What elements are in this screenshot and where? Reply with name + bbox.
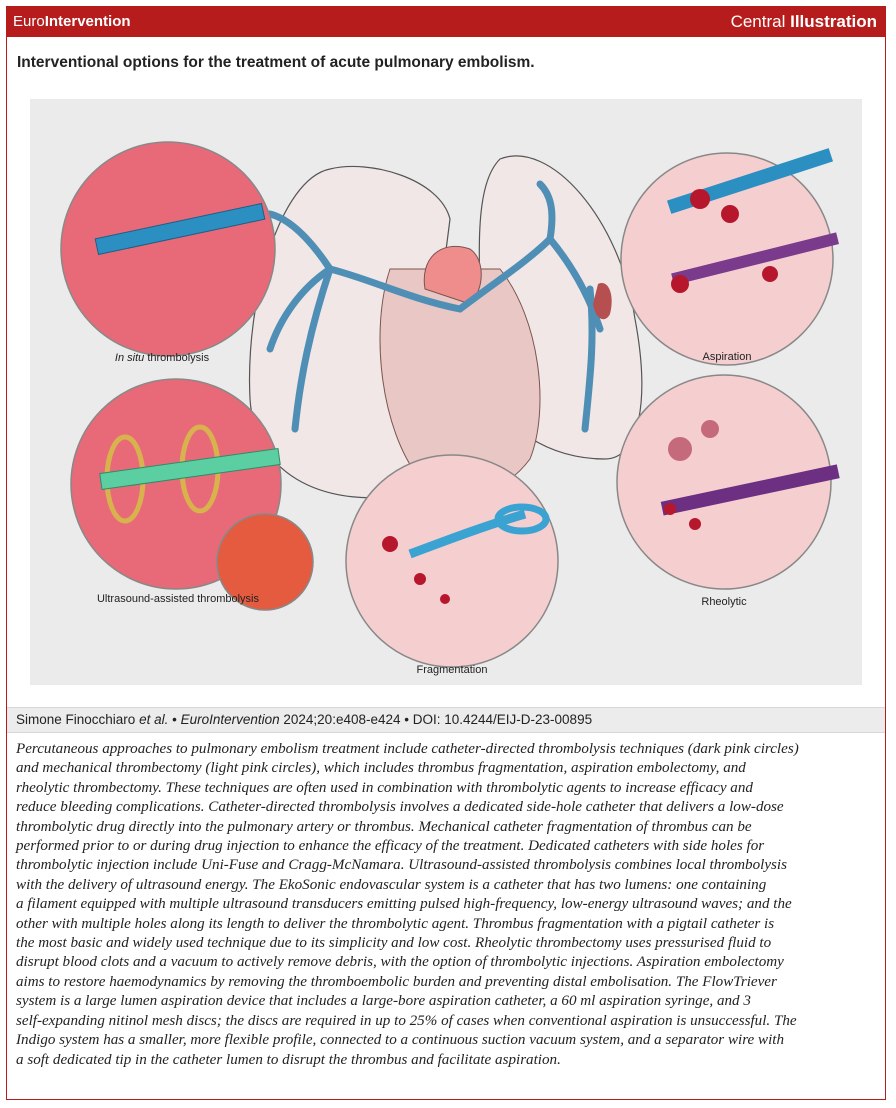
label-rheolytic: Rheolytic	[701, 596, 747, 608]
label-ultrasound: Ultrasound-assisted thrombolysis	[97, 593, 260, 605]
caption-line: rheolytic thrombectomy. These techniques…	[16, 779, 753, 796]
rheolytic-circle	[616, 374, 840, 590]
lung-illustration: In situ thrombolysis Ultrasound-assisted…	[60, 141, 840, 676]
citation: Simone Finocchiaro et al. • EuroInterven…	[16, 712, 593, 727]
clot-left	[593, 283, 612, 320]
caption-line: system is a large lumen aspiration devic…	[16, 993, 751, 1010]
pulmonary-arteries	[266, 180, 604, 433]
caption-line: reduce bleeding complications. Catheter-…	[16, 799, 784, 816]
caption-line: aims to restore haemodynamics by removin…	[16, 973, 777, 990]
figure-caption: Percutaneous approaches to pulmonary emb…	[16, 740, 878, 1070]
caption-line: the most basic and widely used technique…	[16, 935, 772, 952]
illustration: In situ thrombolysis Ultrasound-assisted…	[30, 99, 862, 685]
caption-line: performed prior to or during drug inject…	[16, 838, 765, 855]
citation-bar: Simone Finocchiaro et al. • EuroInterven…	[7, 707, 885, 733]
caption-line: self-expanding nitinol mesh discs; the d…	[16, 1012, 797, 1029]
caption-line: Indigo system has a smaller, more flexib…	[16, 1032, 785, 1049]
caption-line: thrombolytic injection include Uni-Fuse …	[16, 857, 787, 874]
fragmentation-circle	[345, 454, 559, 668]
caption-line: thrombolytic drug directly into the pulm…	[16, 818, 752, 835]
central-illustration-panel: EuroIntervention Central Illustration In…	[6, 6, 886, 1100]
aspiration-circle	[620, 148, 840, 366]
figure-title: Interventional options for the treatment…	[17, 54, 535, 71]
in-situ-circle	[60, 141, 276, 357]
label-fragmentation: Fragmentation	[417, 664, 488, 676]
caption-line: a soft dedicated tip in the catheter lum…	[16, 1051, 561, 1068]
journal-brand: EuroIntervention	[13, 13, 131, 30]
caption-line: and mechanical thrombectomy (light pink …	[16, 760, 746, 777]
caption-line: with the delivery of ultrasound energy. …	[16, 876, 767, 893]
caption-line: Percutaneous approaches to pulmonary emb…	[16, 741, 799, 757]
caption-line: disrupt blood clots and a vacuum to acti…	[16, 954, 784, 971]
caption-line: other with multiple holes along its leng…	[16, 915, 775, 932]
caption-line: a filament equipped with multiple ultras…	[16, 896, 792, 913]
label-in-situ: In situ thrombolysis	[115, 352, 210, 364]
ultrasound-circle	[70, 378, 314, 611]
label-aspiration: Aspiration	[703, 351, 752, 363]
section-title: Central Illustration	[730, 12, 877, 31]
header-bar: EuroIntervention Central Illustration	[7, 7, 885, 37]
